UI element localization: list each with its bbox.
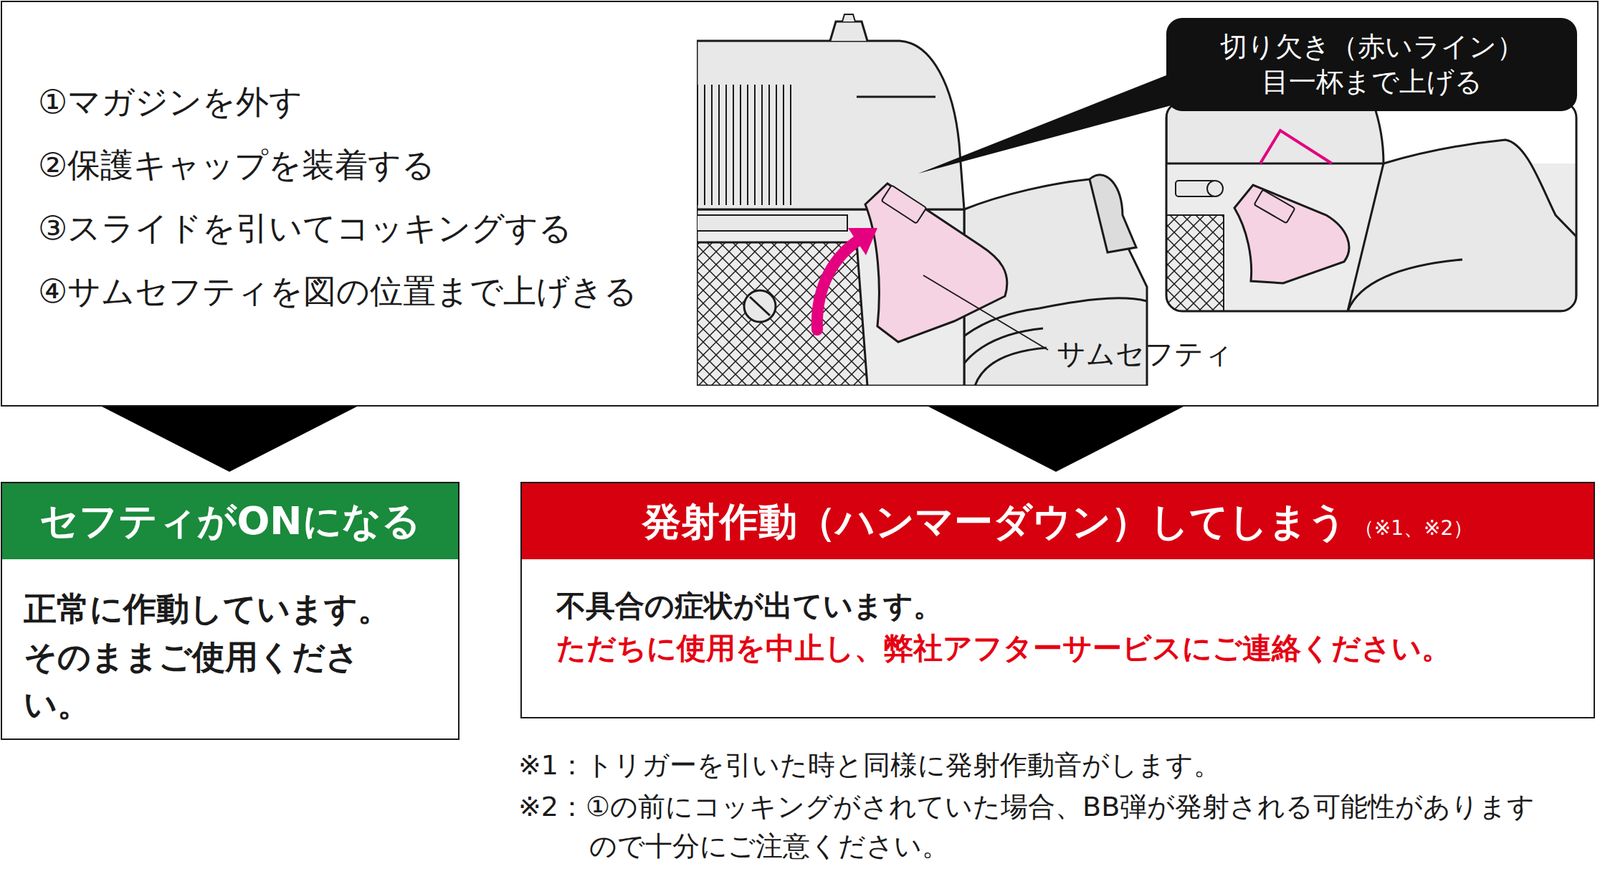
- step-text: ③スライドを引いてコッキングする: [37, 208, 573, 249]
- header-text: 発射作動（ハンマーダウン）してしまう: [642, 496, 1347, 549]
- step-text: ①マガジンを外す: [37, 82, 303, 122]
- header-band: セフティがONになる: [2, 483, 459, 560]
- callout-pointer: [918, 65, 1190, 174]
- callout-box: 切り欠き（赤いライン） 目一杯まで上げる: [1166, 17, 1578, 112]
- part-label: サムセフティ: [1056, 334, 1233, 374]
- header-text: セフティがONになる: [39, 495, 421, 548]
- flow-arrow: [928, 406, 1184, 472]
- result-box-ok: セフティがONになる正常に作動しています。 そのままご使用ください。: [0, 481, 460, 740]
- body-text: 不具合の症状が出ています。: [556, 584, 1594, 628]
- flow-arrow: [101, 406, 357, 472]
- footnote: ※1：トリガーを引いた時と同様に発射作動音がします。: [518, 745, 1221, 785]
- footnote-ref: （※1、※2）: [1354, 514, 1474, 542]
- warning-text: ただちに使用を中止し、弊社アフターサービスにご連絡ください。: [556, 627, 1594, 670]
- footnote: ※2：①の前にコッキングがされていた場合、BB弾が発射される可能性がありますので…: [518, 787, 1548, 866]
- result-box-fault: 発射作動（ハンマーダウン）してしまう（※1、※2） 不具合の症状が出ています。ただ…: [520, 481, 1595, 719]
- inset-view: [1166, 101, 1577, 312]
- callout-text: 切り欠き（赤いライン） 目一杯まで上げる: [1219, 29, 1525, 101]
- body-text: 正常に作動しています。 そのままご使用ください。: [23, 584, 423, 729]
- step-text: ④サムセフティを図の位置まで上げきる: [37, 271, 638, 312]
- step-text: ②保護キャップを装着する: [37, 145, 436, 185]
- header-band: 発射作動（ハンマーダウン）してしまう（※1、※2）: [521, 483, 1594, 560]
- pistol-side-view: [696, 14, 1147, 386]
- instruction-panel: ①マガジンを外す ②保護キャップを装着する ③スライドを引いてコッキングする ④サムセ…: [0, 0, 1599, 407]
